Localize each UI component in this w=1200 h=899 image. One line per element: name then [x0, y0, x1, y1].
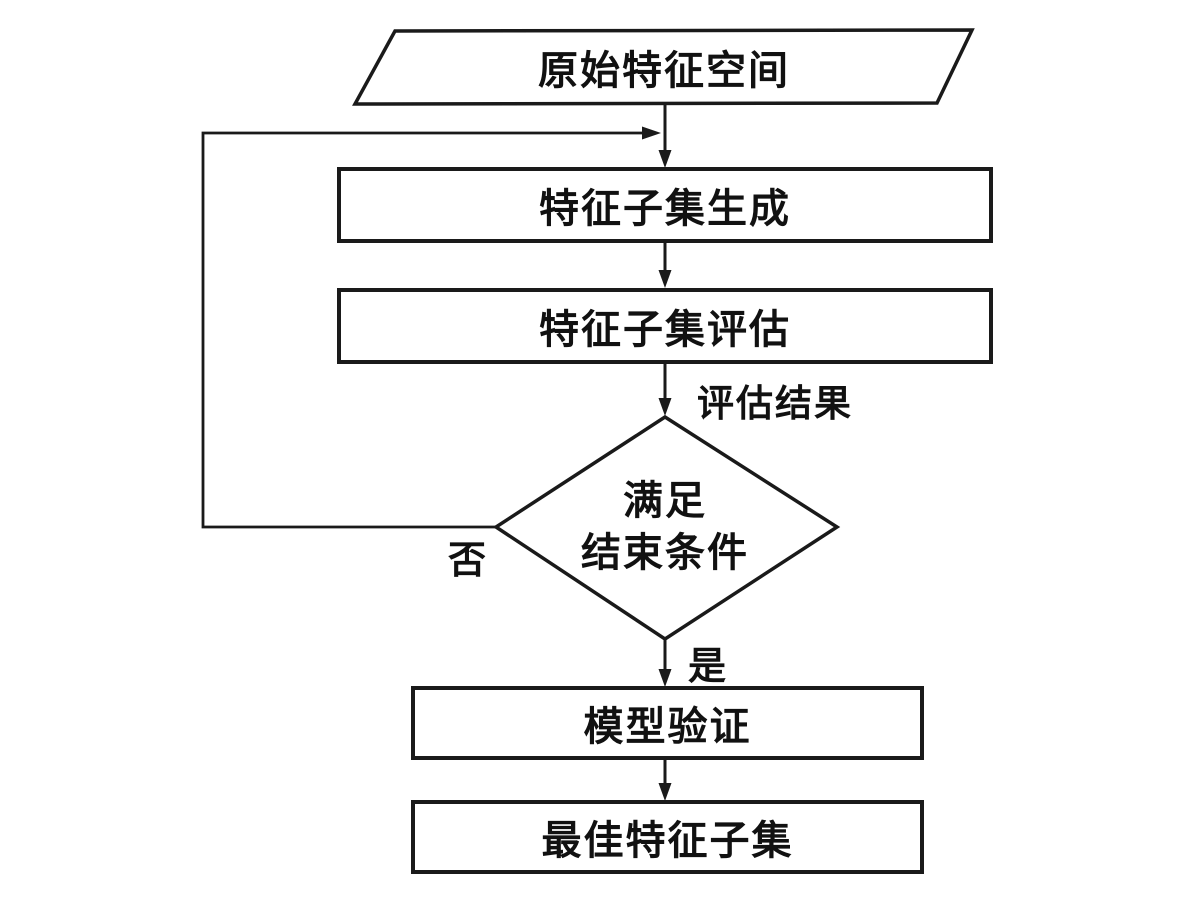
loop-return-path: [201, 131, 642, 529]
start-parallelogram-shape: [352, 28, 975, 106]
model-validation-rect-shape: [411, 686, 924, 760]
stop-condition-label: 满足 结束条件: [515, 468, 815, 586]
subset-generation-label: 特征子集生成: [539, 185, 791, 232]
arrowhead-into-validation: [658, 669, 672, 687]
subset-generation-rect-shape: [337, 167, 993, 243]
arrowhead-into-best: [658, 783, 672, 801]
arrowhead-loop-merge: [642, 126, 661, 140]
start-node-label: 原始特征空间: [538, 47, 790, 94]
evaluation-result-edge-label: 评估结果: [697, 381, 853, 425]
subset-evaluation-label: 特征子集评估: [539, 306, 791, 353]
no-edge-label: 否: [448, 536, 489, 582]
model-validation-label: 模型验证: [583, 703, 752, 750]
arrowhead-into-evaluation: [658, 270, 672, 288]
best-subset-label: 最佳特征子集: [541, 817, 794, 864]
subset-evaluation-rect-shape: [337, 288, 993, 364]
stop-condition-label-line1: 满足: [623, 477, 707, 524]
arrowhead-into-generation: [658, 150, 672, 168]
arrowhead-into-condition: [658, 398, 672, 416]
stop-condition-label-line2: 结束条件: [581, 529, 749, 576]
yes-edge-label: 是: [688, 642, 729, 688]
best-subset-rect-shape: [411, 800, 924, 874]
